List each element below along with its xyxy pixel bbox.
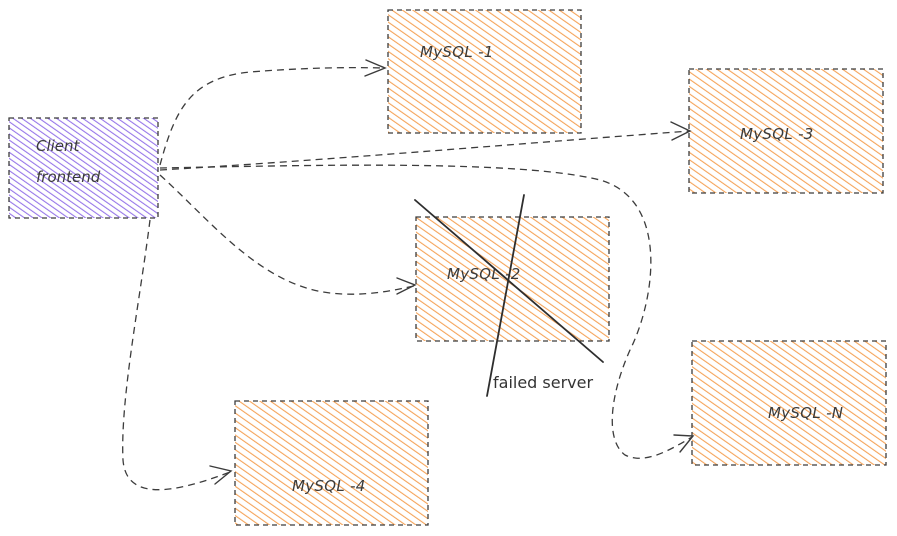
mysql-4-node[interactable]: MySQL -4 — [234, 400, 429, 526]
mysql-2-label: MySQL -2 — [447, 265, 521, 283]
mysql-n-node[interactable]: MySQL -N — [691, 340, 887, 466]
mysql-2-node[interactable]: MySQL -2 — [415, 216, 610, 342]
connector-client-to-mysql-1 — [159, 59, 387, 166]
connector-client-to-mysql-n — [159, 164, 695, 459]
failure-cross-mark — [414, 194, 604, 397]
client-frontend-label-line2: frontend — [36, 168, 101, 186]
connector-client-to-mysql-3 — [159, 121, 692, 171]
mysql-1-node[interactable]: MySQL -1 — [387, 9, 582, 134]
mysql-3-node[interactable]: MySQL -3 — [688, 68, 884, 194]
failed-server-annotation: failed server — [493, 373, 593, 392]
connector-client-to-mysql-4 — [122, 219, 233, 491]
mysql-1-label: MySQL -1 — [420, 43, 494, 61]
connector-client-to-mysql-2 — [159, 174, 417, 295]
mysql-3-label: MySQL -3 — [740, 125, 814, 143]
client-frontend-node[interactable]: Client frontend — [8, 117, 159, 219]
mysql-n-label: MySQL -N — [768, 404, 843, 422]
mysql-4-label: MySQL -4 — [292, 477, 366, 495]
client-frontend-label-line1: Client — [36, 137, 81, 155]
